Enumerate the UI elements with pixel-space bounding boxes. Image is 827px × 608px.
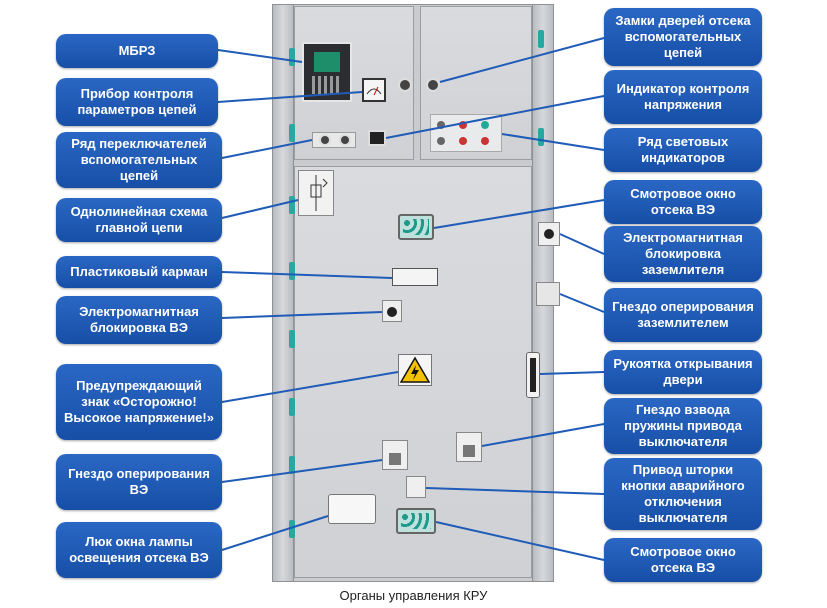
label-spring-socket: Гнездо взвода пружины привода выключател… (604, 398, 762, 454)
label-text: Гнездо оперирования заземлителем (612, 299, 754, 330)
label-door-locks: Замки дверей отсека вспомогательных цепе… (604, 8, 762, 66)
label-text: Электромагнитная блокировка заземлителя (623, 230, 743, 277)
aux-switch[interactable] (368, 130, 386, 146)
viewing-window-upper (398, 214, 434, 240)
label-warning-sign: Предупреждающий знак «Осторожно! Высокое… (56, 364, 222, 440)
label-text: Предупреждающий знак «Осторожно! Высокое… (64, 378, 214, 425)
mbrz-relay-unit[interactable] (302, 42, 352, 102)
label-em-lock-earthing: Электромагнитная блокировка заземлителя (604, 226, 762, 282)
door-hinge (289, 48, 295, 66)
em-lock-earthing-unit (538, 222, 560, 246)
voltage-indicator-panel (430, 114, 502, 152)
door-hinge (289, 520, 295, 538)
door-hinge (289, 456, 295, 474)
ve-operating-socket[interactable] (382, 440, 408, 470)
door-hinge (289, 196, 295, 214)
viewing-window-lower (396, 508, 436, 534)
door-lock-right[interactable] (426, 78, 440, 92)
label-em-lock-ve: Электромагнитная блокировка ВЭ (56, 296, 222, 344)
label-door-handle: Рукоятка открывания двери (604, 350, 762, 394)
high-voltage-warning-sign (398, 354, 432, 386)
label-single-line-diagram: Однолинейная схема главной цепи (56, 198, 222, 242)
label-text: Однолинейная схема главной цепи (70, 204, 208, 235)
single-line-diagram-plate (298, 170, 334, 216)
door-hinge (289, 124, 295, 142)
earthing-operating-socket[interactable] (536, 282, 560, 306)
label-text: Люк окна лампы освещения отсека ВЭ (69, 534, 209, 565)
door-hinge (538, 30, 544, 48)
label-text: Ряд переключателей вспомогательных цепей (71, 136, 207, 183)
label-meter: Прибор контроля параметров цепей (56, 78, 218, 126)
door-hinge (289, 398, 295, 416)
label-window-upper: Смотровое окно отсека ВЭ (604, 180, 762, 224)
label-switches: Ряд переключателей вспомогательных цепей (56, 132, 222, 188)
label-text: Гнездо оперирования ВЭ (68, 466, 210, 497)
door-hinge (289, 262, 295, 280)
label-voltage-indicator: Индикатор контроля напряжения (604, 70, 762, 124)
label-text: МБРЗ (118, 43, 156, 58)
door-handle[interactable] (526, 352, 540, 398)
label-earthing-socket: Гнездо оперирования заземлителем (604, 288, 762, 342)
lamp-window-hatch[interactable] (328, 494, 376, 524)
plastic-pocket[interactable] (392, 268, 438, 286)
circuit-meter (362, 78, 386, 102)
door-hinge (538, 128, 544, 146)
label-lamp-hatch: Люк окна лампы освещения отсека ВЭ (56, 522, 222, 578)
figure-caption: Органы управления КРУ (339, 588, 488, 603)
label-shutter-drive: Привод шторки кнопки аварийного отключен… (604, 458, 762, 530)
label-text: Пластиковый карман (70, 264, 208, 279)
door-lock-left[interactable] (398, 78, 412, 92)
label-text: Смотровое окно отсека ВЭ (630, 186, 736, 217)
label-text: Смотровое окно отсека ВЭ (630, 544, 736, 575)
label-text: Привод шторки кнопки аварийного отключен… (621, 462, 745, 525)
label-text: Рукоятка открывания двери (613, 356, 753, 387)
label-window-lower: Смотровое окно отсека ВЭ (604, 538, 762, 582)
label-mbrz: МБРЗ (56, 34, 218, 68)
label-light-indicators: Ряд световых индикаторов (604, 128, 762, 172)
aux-switch-row[interactable] (312, 132, 356, 148)
label-text: Индикатор контроля напряжения (616, 81, 750, 112)
em-lock-ve-unit (382, 300, 402, 322)
label-text: Электромагнитная блокировка ВЭ (79, 304, 199, 335)
label-plastic-pocket: Пластиковый карман (56, 256, 222, 288)
label-text: Замки дверей отсека вспомогательных цепе… (615, 13, 751, 60)
label-socket-ve: Гнездо оперирования ВЭ (56, 454, 222, 510)
door-hinge (289, 330, 295, 348)
emergency-button-shutter-drive[interactable] (406, 476, 426, 498)
cabinet-left-side (272, 4, 294, 582)
label-text: Прибор контроля параметров цепей (77, 86, 197, 117)
spring-charging-socket[interactable] (456, 432, 482, 462)
label-text: Гнездо взвода пружины привода выключател… (624, 402, 742, 449)
label-text: Ряд световых индикаторов (637, 134, 729, 165)
